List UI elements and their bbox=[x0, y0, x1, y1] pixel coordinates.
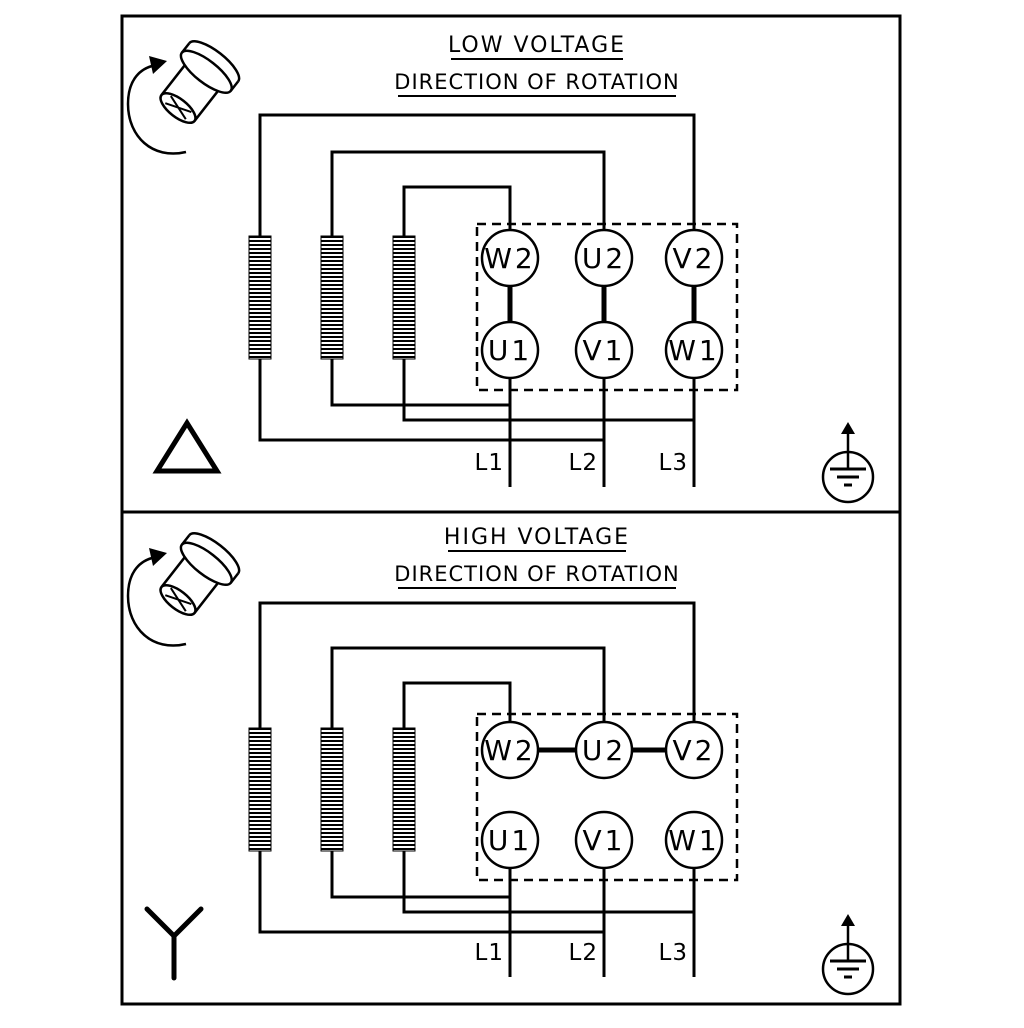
coil-winding-2 bbox=[320, 727, 344, 852]
high-voltage-panel: HIGH VOLTAGE DIRECTION OF ROTATION bbox=[126, 525, 875, 996]
terminal-w2 bbox=[480, 720, 540, 780]
terminal-v2 bbox=[664, 720, 724, 780]
wire-winding1-top bbox=[258, 601, 696, 729]
terminal-label-w1: W1 bbox=[668, 334, 720, 367]
terminal-label-v1: V1 bbox=[583, 334, 626, 367]
high-voltage-terminal-labels: W2 U2 V2 U1 V1 W1 bbox=[484, 734, 720, 857]
terminal-w2 bbox=[480, 228, 540, 288]
coil-winding-1 bbox=[248, 235, 272, 360]
terminal-u2 bbox=[574, 228, 634, 288]
wire-winding1-bottom bbox=[258, 359, 604, 442]
earth-ground-icon bbox=[821, 912, 875, 996]
low-voltage-wires bbox=[258, 113, 696, 487]
wire-winding1-top bbox=[258, 113, 696, 236]
wire-winding2-top bbox=[330, 150, 606, 236]
terminal-label-u1: U1 bbox=[488, 334, 532, 367]
high-voltage-title: HIGH VOLTAGE bbox=[444, 525, 630, 550]
earth-ground-icon bbox=[821, 420, 875, 504]
low-voltage-subtitle: DIRECTION OF ROTATION bbox=[394, 70, 679, 94]
low-voltage-terminal-labels: W2 U2 V2 U1 V1 W1 bbox=[484, 242, 720, 367]
terminal-v1 bbox=[574, 810, 634, 870]
terminal-label-u2: U2 bbox=[582, 734, 626, 767]
wire-winding1-bottom bbox=[258, 851, 604, 934]
coil-winding-2 bbox=[320, 235, 344, 360]
label-l3: L3 bbox=[659, 450, 688, 476]
terminal-w1 bbox=[664, 320, 724, 380]
wire-winding2-bottom bbox=[330, 359, 510, 407]
shaft-rotation-icon bbox=[126, 33, 247, 155]
low-voltage-coils bbox=[248, 235, 416, 360]
terminal-u1 bbox=[480, 810, 540, 870]
terminal-label-w2: W2 bbox=[484, 242, 536, 275]
terminal-label-v2: V2 bbox=[673, 242, 716, 275]
low-voltage-line-labels: L1 L2 L3 bbox=[475, 450, 688, 476]
high-voltage-wires bbox=[258, 601, 696, 977]
coil-winding-3 bbox=[392, 235, 416, 360]
high-voltage-coils bbox=[248, 727, 416, 852]
low-voltage-title: LOW VOLTAGE bbox=[448, 33, 626, 58]
wire-winding3-top bbox=[402, 681, 512, 729]
terminal-v2 bbox=[664, 228, 724, 288]
star-symbol-icon bbox=[144, 906, 204, 981]
shaft-rotation-icon bbox=[126, 525, 247, 647]
high-voltage-subtitle: DIRECTION OF ROTATION bbox=[394, 562, 679, 586]
high-voltage-terminals bbox=[480, 720, 724, 870]
label-l2: L2 bbox=[569, 940, 598, 966]
terminal-label-u1: U1 bbox=[488, 824, 532, 857]
terminal-label-u2: U2 bbox=[582, 242, 626, 275]
low-voltage-panel: LOW VOLTAGE DIRECTION OF ROTATION bbox=[126, 33, 875, 504]
delta-terminal-links bbox=[507, 286, 697, 322]
label-l3: L3 bbox=[659, 940, 688, 966]
wire-winding3-top bbox=[402, 185, 512, 236]
terminal-label-v2: V2 bbox=[673, 734, 716, 767]
label-l1: L1 bbox=[475, 450, 504, 476]
terminal-u1 bbox=[480, 320, 540, 380]
terminal-label-v1: V1 bbox=[583, 824, 626, 857]
label-l2: L2 bbox=[569, 450, 598, 476]
wire-winding3-bottom bbox=[402, 851, 694, 914]
wire-winding2-bottom bbox=[330, 851, 510, 899]
wire-winding3-bottom bbox=[402, 359, 694, 422]
terminal-u2 bbox=[574, 720, 634, 780]
diagram-frame bbox=[120, 14, 902, 1006]
terminal-v1 bbox=[574, 320, 634, 380]
terminal-board-outline bbox=[475, 712, 739, 882]
terminal-board-outline bbox=[475, 222, 739, 392]
low-voltage-terminals bbox=[480, 228, 724, 380]
coil-winding-3 bbox=[392, 727, 416, 852]
high-voltage-line-labels: L1 L2 L3 bbox=[475, 940, 688, 966]
coil-winding-1 bbox=[248, 727, 272, 852]
delta-symbol-icon bbox=[152, 418, 222, 474]
terminal-w1 bbox=[664, 810, 724, 870]
label-l1: L1 bbox=[475, 940, 504, 966]
terminal-label-w2: W2 bbox=[484, 734, 536, 767]
terminal-label-w1: W1 bbox=[668, 824, 720, 857]
wire-winding2-top bbox=[330, 646, 606, 729]
